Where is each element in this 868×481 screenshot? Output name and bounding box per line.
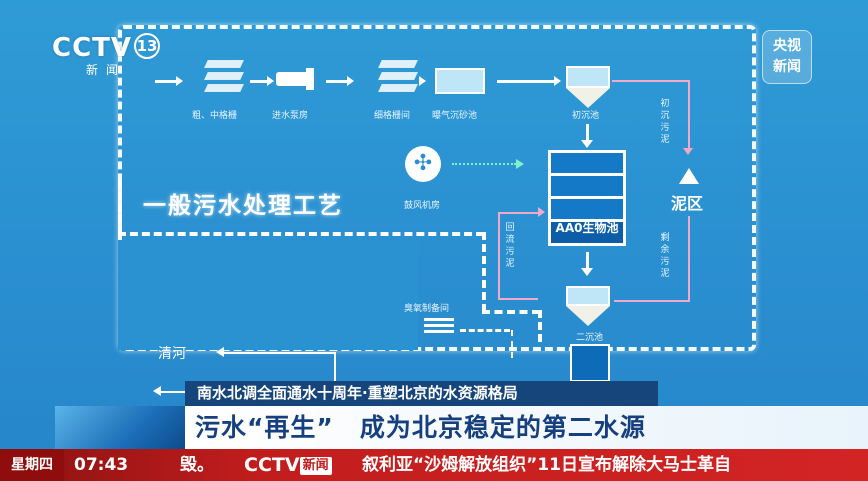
process-title: 一般污水处理工艺 [143, 193, 343, 219]
down-arrow-icon [586, 124, 589, 142]
pump-outlet [306, 68, 314, 90]
outflow-line [222, 352, 336, 354]
aao-bio-tank [548, 150, 626, 246]
left-arrow-icon [153, 386, 161, 396]
headline-text: 污水“再生” 成为北京稳定的第二水源 [195, 413, 646, 442]
air-line [452, 163, 516, 165]
ozone-line-down [511, 330, 513, 358]
primary-sludge-line-down [688, 80, 690, 152]
primary-tank-icon [566, 66, 610, 88]
outflow-label: 清河 [158, 346, 186, 362]
excess-sludge-line [614, 300, 690, 302]
topic-text: 南水北调全面通水十周年·重塑北京的水资源格局 [197, 384, 518, 402]
ticker-text: 叙利亚“沙姆解放组织”11日宣布解除大马士革自 [362, 455, 732, 475]
clock: 07:43 [74, 455, 129, 475]
down-arrow-head [581, 140, 593, 148]
step-grit-label: 曝气沉砂池 [432, 111, 478, 121]
ozone-screen-icon [424, 318, 454, 333]
arrow-icon [155, 76, 183, 86]
sludge-area-label: 泥区 [671, 194, 704, 213]
primary-tank-cone [566, 88, 610, 108]
step-fine-screen-label: 细格栅间 [374, 111, 411, 121]
topic-band: 南水北调全面通水十周年·重塑北京的水资源格局 [185, 381, 658, 406]
secondary-tank-label: 二沉池 [576, 333, 604, 343]
weekday: 星期四 [0, 449, 64, 481]
ozone-line [460, 329, 510, 332]
air-arrow-head [516, 159, 524, 169]
return-sludge-label: 回流污泥 [505, 223, 515, 269]
left-arrow-icon [216, 347, 224, 357]
outline-middle-bottom [482, 310, 540, 314]
outline-down [538, 310, 542, 342]
down-arrow-icon [586, 252, 589, 270]
fan-icon: ✣ [405, 146, 441, 182]
excess-sludge-line-up [688, 216, 690, 302]
outline-mask [118, 240, 418, 350]
cctv-news-watermark: 央视 新闻 [762, 30, 812, 84]
sludge-arrow-head [683, 148, 693, 155]
return-sludge-arrow-head [538, 207, 545, 217]
bio-tank-label: AA0生物池 [555, 221, 619, 235]
news-ticker [0, 449, 868, 481]
outflow-line-vertical [334, 352, 336, 382]
primary-sludge-label: 初沉污泥 [660, 99, 670, 145]
outflow-line-lower [160, 391, 186, 393]
outline-bottom-left [118, 232, 484, 236]
ticker-prev-tail: 毁。 [180, 455, 214, 475]
step-coarse-screen-label: 粗、中格栅 [192, 111, 238, 121]
ozone-label: 臭氧制备间 [404, 304, 450, 314]
sludge-pile-icon [679, 168, 699, 184]
arrow-icon [326, 76, 354, 86]
arrow-icon [250, 76, 274, 86]
next-stage-tank [570, 344, 610, 382]
outline-lower-left [118, 180, 122, 235]
excess-sludge-label: 剩余污泥 [660, 233, 670, 279]
headline-band: 污水“再生” 成为北京稳定的第二水源 [185, 406, 868, 449]
secondary-tank-icon [566, 286, 610, 306]
down-arrow-head [581, 268, 593, 276]
screen-icon [204, 60, 244, 92]
pump-icon [276, 72, 310, 86]
step-primary-label: 初沉池 [572, 111, 600, 121]
step-pump-label: 进水泵房 [272, 111, 309, 121]
arrow-icon [497, 76, 561, 86]
blower-label: 鼓风机房 [404, 201, 441, 211]
return-sludge-line [498, 212, 538, 300]
fine-screen-icon [378, 60, 418, 92]
outline-middle-vertical [482, 232, 486, 312]
grit-chamber-icon [435, 68, 485, 94]
secondary-tank-cone [566, 306, 610, 326]
headline-graphic [55, 406, 185, 449]
primary-sludge-line [612, 80, 690, 82]
